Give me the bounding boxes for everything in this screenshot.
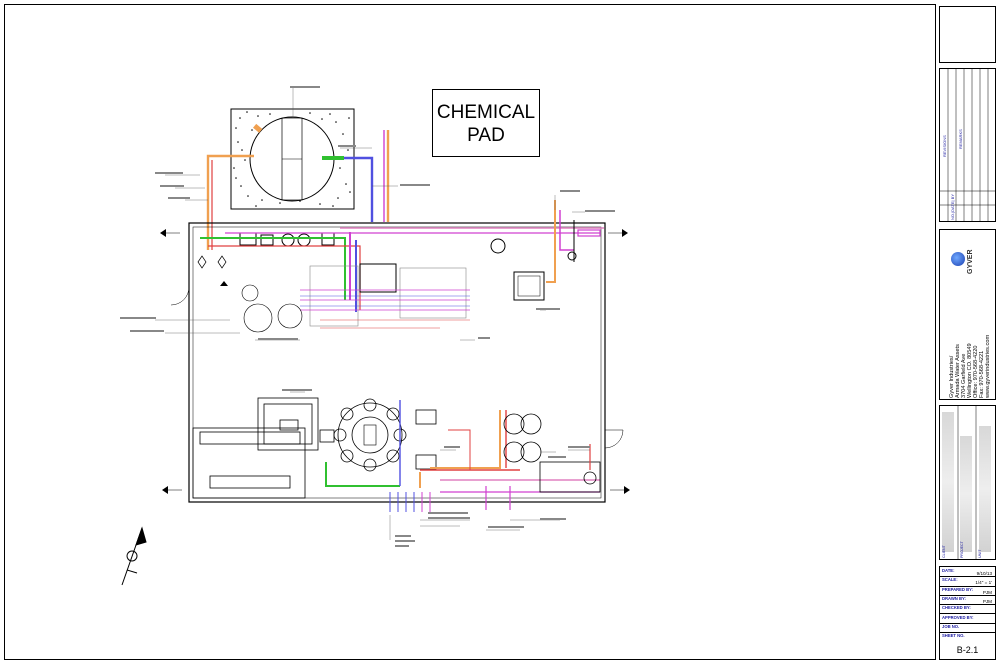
scale-value: 1/4" = 1' <box>975 580 992 586</box>
chemical-pad-slab <box>230 88 355 210</box>
company-line7: www.gyverindustries.com <box>985 334 991 398</box>
sheet-row: SHEET NO. <box>940 632 995 641</box>
chemical-pad-label: CHEMICAL PAD <box>432 89 540 157</box>
unit-label: UNIT <box>978 549 982 558</box>
north-arrow-icon <box>121 526 147 586</box>
central-tank <box>319 398 437 472</box>
checked-label: CHECKED BY: <box>942 605 971 611</box>
sheet-number: B-2.1 <box>956 645 979 655</box>
client-label: CLIENT <box>942 545 946 558</box>
prepared-label: PREPARED BY: <box>942 586 974 592</box>
lower-left-rooms <box>192 397 319 499</box>
chemical-pad-line1: CHEMICAL <box>436 102 536 123</box>
lower-pipework <box>325 400 600 512</box>
lower-right-equipment <box>503 413 601 493</box>
prepared-row: PREPARED BY: PJM <box>940 586 995 596</box>
approved-label: APPROVED BY: <box>942 614 974 620</box>
pipe-orange-run <box>206 130 390 250</box>
company-block: GYVER Gyver Industries/ Armada Water Ass… <box>939 229 996 400</box>
chemical-pad-line2: PAD <box>467 125 505 146</box>
drawn-row: DRAWN BY: PJM <box>940 595 995 606</box>
revisions-grid <box>940 69 995 221</box>
remarks-header: REMARKS <box>958 129 963 149</box>
project-stamp <box>960 436 972 552</box>
prepared-value: PJM <box>982 589 992 595</box>
section-marker-icon <box>160 229 630 494</box>
job-label: JOB NO. <box>942 623 960 629</box>
drawn-value: PJM <box>982 598 992 604</box>
drawing-frame <box>4 4 936 660</box>
revisions-header: REVISIONS <box>942 135 947 157</box>
date-label: DATE: <box>942 568 955 573</box>
callout-text-blocks <box>120 86 615 547</box>
drawn-label: DRAWN BY: <box>942 595 966 601</box>
no-date-by-header: NO.|DATE| BY <box>950 193 955 220</box>
drawing-info-block: DATE: 9/10/13 SCALE: 1/4" = 1' PREPARED … <box>939 566 996 660</box>
sheet-label: SHEET NO. <box>942 633 965 639</box>
building-outline <box>170 222 624 503</box>
scale-label: SCALE: <box>942 577 958 583</box>
title-block-top <box>939 6 996 63</box>
date-value: 9/10/13 <box>976 571 992 576</box>
scale-row: SCALE: 1/4" = 1' <box>940 576 995 587</box>
checked-row: CHECKED BY: <box>940 604 995 615</box>
project-label: PROJECT <box>960 541 964 558</box>
gyver-logo-text: GYVER <box>967 249 974 274</box>
unit-stamp <box>979 426 991 552</box>
client-project-block: CLIENT PROJECT UNIT <box>939 405 996 560</box>
revisions-block: REVISIONS REMARKS NO.|DATE| BY <box>939 68 996 222</box>
client-stamp <box>942 412 954 552</box>
job-row: JOB NO. <box>940 623 995 634</box>
approved-row: APPROVED BY: <box>940 614 995 624</box>
upper-equipment <box>200 200 604 333</box>
date-row: DATE: 9/10/13 <box>940 567 995 578</box>
gyver-logo-icon <box>951 252 965 266</box>
stamps-grid <box>957 406 977 559</box>
